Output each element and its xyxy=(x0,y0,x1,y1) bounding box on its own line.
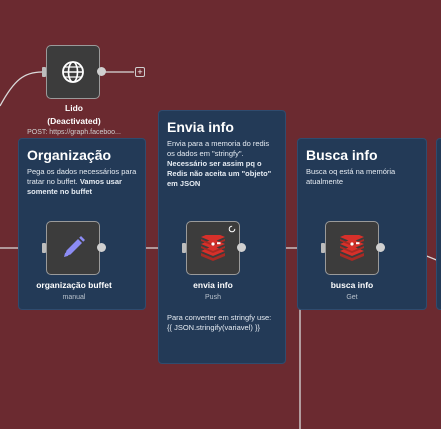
organizacao-output-handle[interactable] xyxy=(97,243,106,252)
sticky-footer: Para converter em stringfy use: {{ JSON.… xyxy=(167,313,272,332)
sticky-body: Pega os dados necessários para tratar no… xyxy=(27,167,137,196)
add-node-button[interactable]: + xyxy=(135,67,145,77)
sticky-heading: Organização xyxy=(27,147,112,163)
organizacao-node[interactable] xyxy=(46,221,100,275)
redis-icon xyxy=(201,235,225,261)
lido-input-handle[interactable] xyxy=(42,67,46,77)
envia-subtitle: Push xyxy=(205,294,221,301)
envia-title: envia info xyxy=(193,280,233,290)
globe-icon xyxy=(62,61,84,83)
busca-input-handle[interactable] xyxy=(321,243,325,253)
lido-status: (Deactivated) xyxy=(47,116,101,126)
lido-node[interactable] xyxy=(46,45,100,99)
busca-output-handle[interactable] xyxy=(376,243,385,252)
organizacao-input-handle[interactable] xyxy=(42,243,46,253)
organizacao-title: organização buffet xyxy=(36,280,112,290)
lido-output-handle[interactable] xyxy=(97,67,106,76)
lido-title: Lido xyxy=(65,103,83,113)
sticky-note-offscreen[interactable] xyxy=(436,138,441,310)
envia-output-handle[interactable] xyxy=(237,243,246,252)
envia-input-handle[interactable] xyxy=(182,243,186,253)
lido-subtitle: POST: https://graph.faceboo... xyxy=(27,129,121,136)
sticky-heading: Busca info xyxy=(306,147,378,163)
busca-subtitle: Get xyxy=(346,294,358,301)
busca-title: busca info xyxy=(330,280,374,290)
busca-node[interactable] xyxy=(325,221,379,275)
redis-icon xyxy=(340,235,364,261)
sticky-body: Busca oq está na memória atualmente xyxy=(306,167,396,186)
sticky-body: Envia para a memoria do redis os dados e… xyxy=(167,139,272,188)
pencil-icon xyxy=(64,236,85,257)
organizacao-subtitle: manual xyxy=(62,294,86,301)
refresh-icon[interactable] xyxy=(228,225,236,233)
sticky-heading: Envia info xyxy=(167,119,234,135)
envia-node[interactable] xyxy=(186,221,240,275)
